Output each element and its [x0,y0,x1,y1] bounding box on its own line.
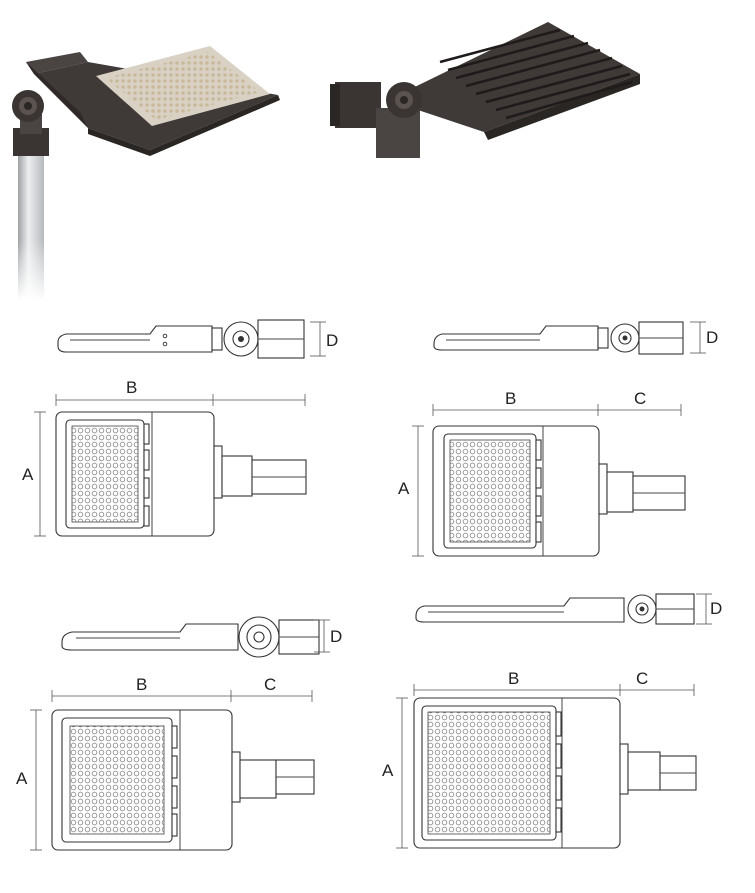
product-photo-pole-mounted [12,46,280,300]
dim-label-c: C [264,675,276,694]
dim-label-b: B [136,675,147,694]
drawing-model-2: D B C A [398,321,718,557]
dim-label-d: D [710,599,722,618]
side-view-3: D [61,616,342,658]
drawing-model-3: D B C A [16,616,342,851]
dim-label-a: A [16,769,28,788]
dim-label-b: B [126,378,137,397]
drawing-model-1: D B A [22,319,338,537]
dim-label-b: B [508,669,519,688]
side-view-4: D [415,593,722,625]
dim-label-a: A [22,465,34,484]
side-view-1: D [57,319,338,359]
dim-label-b: B [505,389,516,408]
dim-label-c: C [636,669,648,688]
dim-label-d: D [326,331,338,350]
drawing-model-4: D B C A [382,593,722,849]
side-view-2: D [433,321,718,355]
dim-label-d: D [706,328,718,347]
dim-label-a: A [398,479,410,498]
product-photo-rear-view [330,22,640,158]
dim-label-a: A [382,761,394,780]
dim-label-d: D [330,627,342,646]
dim-label-c: C [634,389,646,408]
